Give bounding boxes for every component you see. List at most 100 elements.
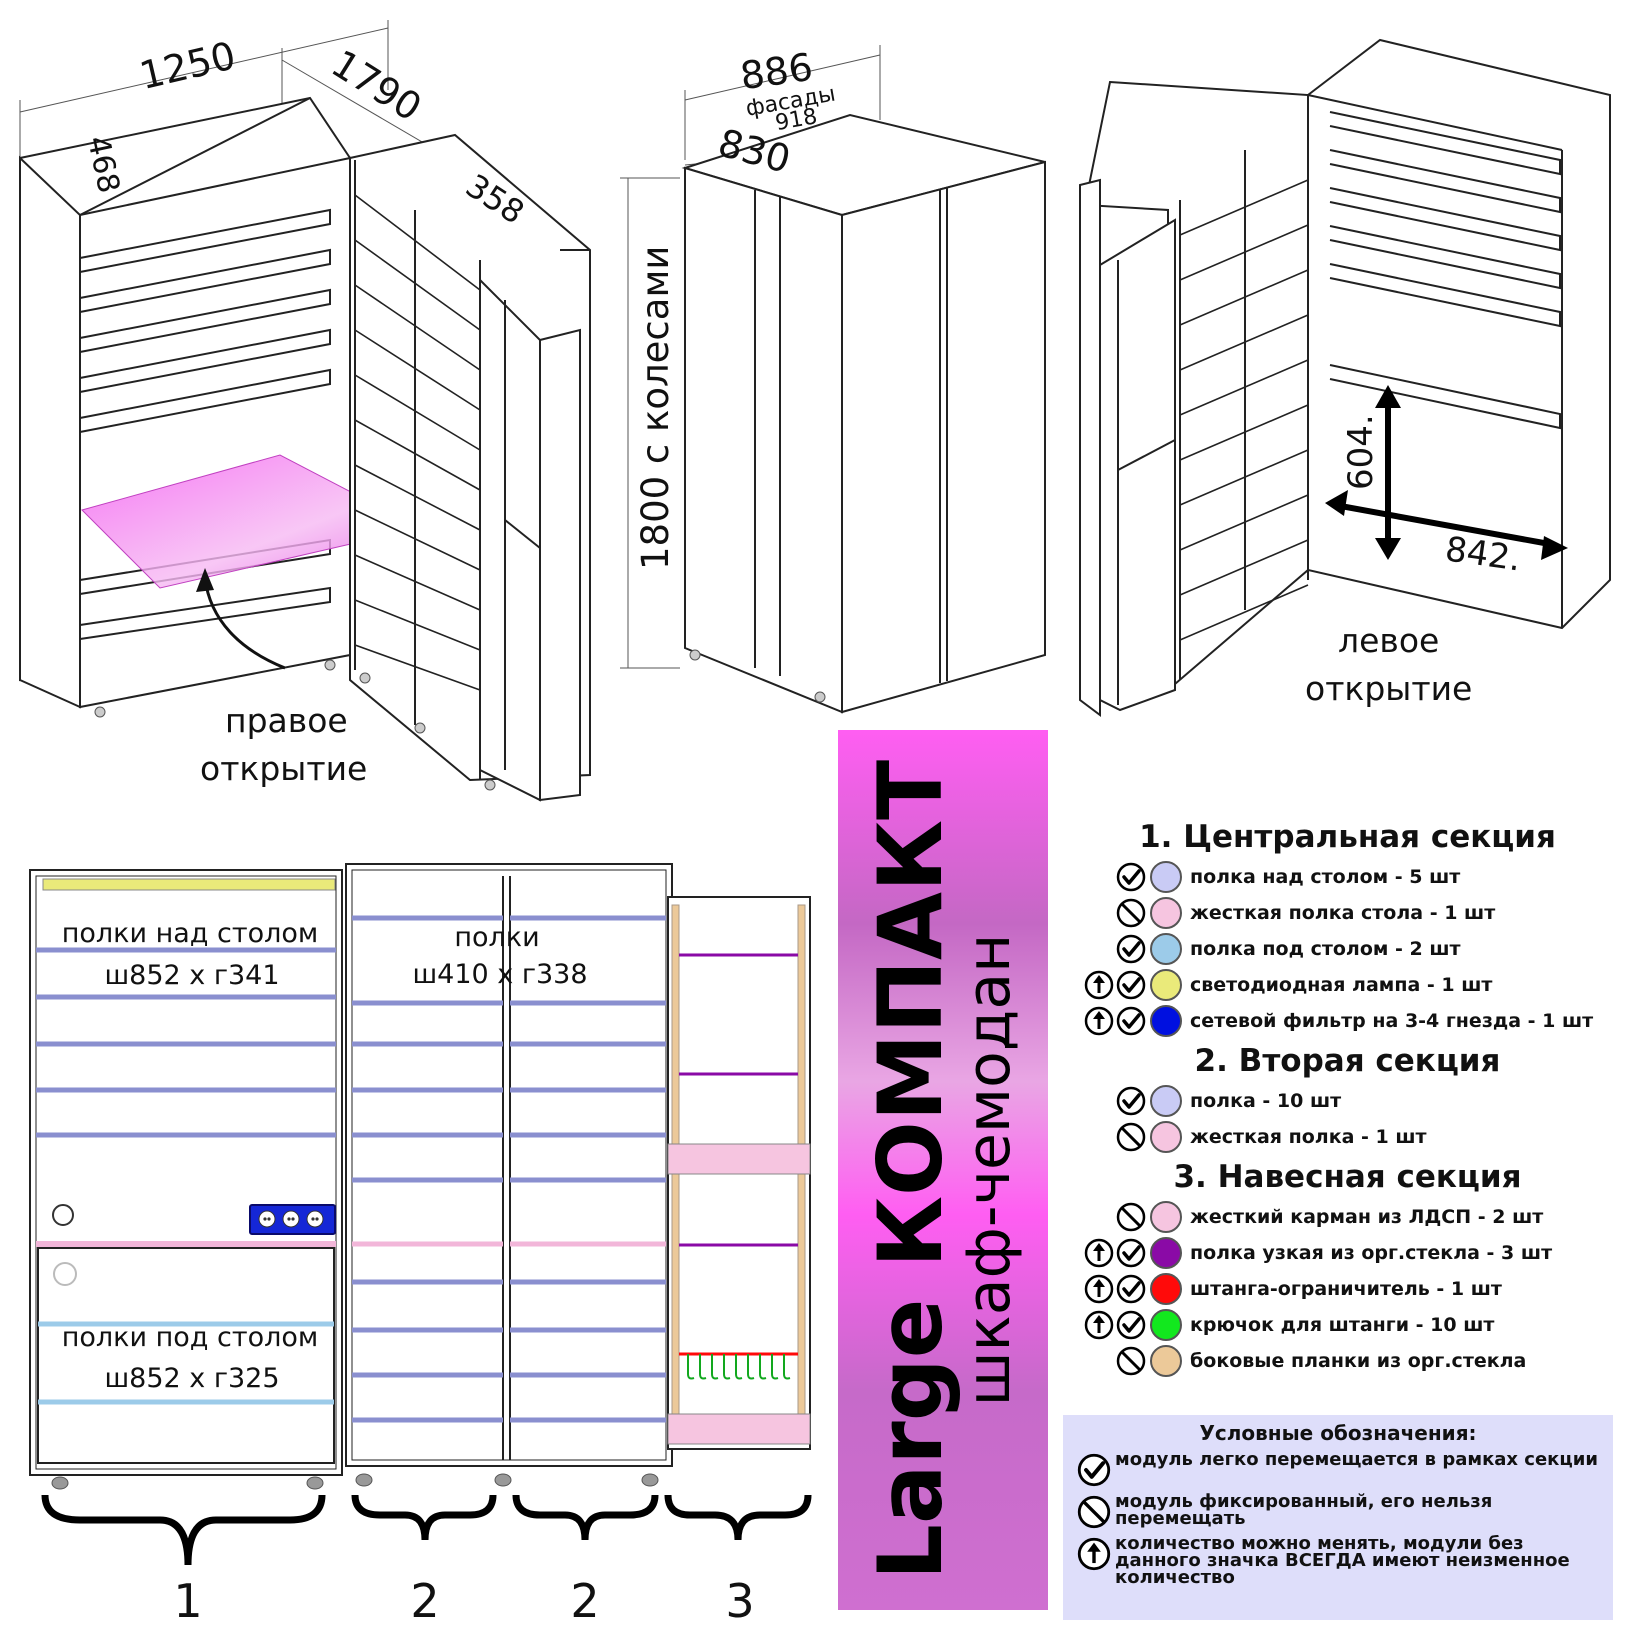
- checkmark-circle-icon: [1116, 1310, 1146, 1340]
- color-swatch: [1150, 1085, 1182, 1117]
- legend-item: сетевой фильтр на 3-4 гнезда - 1 шт: [1070, 1003, 1625, 1039]
- legend-item-label: полка под столом - 2 шт: [1190, 938, 1461, 960]
- legend-item-icons: [1070, 1237, 1190, 1269]
- color-swatch: [1150, 861, 1182, 893]
- section-braces: [41, 1494, 812, 1566]
- section-number-3: 3: [725, 1574, 754, 1628]
- legend-item-label: светодиодная лампа - 1 шт: [1190, 974, 1493, 996]
- color-swatch: [1150, 897, 1182, 929]
- prohibited-circle-icon: [1116, 1346, 1146, 1376]
- legend-item-icons: [1070, 933, 1190, 965]
- color-swatch: [1150, 1309, 1182, 1341]
- up-arrow-circle-icon: [1084, 1310, 1114, 1340]
- legend-item-label: жесткая полка - 1 шт: [1190, 1126, 1427, 1148]
- legend-note: количество можно менять, модули без данн…: [1077, 1533, 1607, 1588]
- dim-top-width-label: 886: [737, 45, 815, 99]
- shelves-above-size: ш852 х г341: [104, 960, 279, 991]
- legend-item-label: полка над столом - 5 шт: [1190, 866, 1461, 888]
- legend-notes: Условные обозначения: модуль легко перем…: [1063, 1415, 1613, 1620]
- shelves-below-size: ш852 х г325: [104, 1363, 279, 1394]
- shelves-below-title: полки под столом: [62, 1322, 319, 1353]
- shelves-above-title: полки над столом: [62, 918, 319, 949]
- color-swatch: [1150, 1273, 1182, 1305]
- led-lamp: [42, 878, 336, 891]
- prohibited-circle-icon: [1116, 1202, 1146, 1232]
- legend-item-icons: [1070, 1273, 1190, 1305]
- legend-section-title: 3. Навесная секция: [1173, 1159, 1522, 1195]
- section-number-2a: 2: [410, 1574, 439, 1628]
- legend-item-icons: [1070, 1085, 1190, 1117]
- color-swatch: [1150, 1201, 1182, 1233]
- legend-note: модуль фиксированный, его нельзя перемещ…: [1077, 1493, 1607, 1529]
- legend-item-label: полка - 10 шт: [1190, 1090, 1342, 1112]
- caption-left-open-2: открытие: [1305, 669, 1472, 708]
- up-arrow-circle-icon: [1084, 1238, 1114, 1268]
- shelves-mid-title: полки: [454, 922, 539, 953]
- legend-item: крючок для штанги - 10 шт: [1070, 1307, 1625, 1343]
- checkmark-circle-icon: [1116, 1238, 1146, 1268]
- color-swatch: [1150, 933, 1182, 965]
- title-main: Large КОМПАКТ: [859, 759, 962, 1581]
- legend-item: штанга-ограничитель - 1 шт: [1070, 1271, 1625, 1307]
- legend-item: полка - 10 шт: [1070, 1083, 1625, 1119]
- left-opening-view: [1079, 38, 1611, 717]
- checkmark-circle-icon: [1116, 934, 1146, 964]
- legend-item-icons: [1070, 861, 1190, 893]
- legend-item-icons: [1070, 969, 1190, 1001]
- title-sub: шкаф-чемодан: [954, 933, 1024, 1407]
- checkmark-circle-icon: [1116, 1274, 1146, 1304]
- legend-item: полка над столом - 5 шт: [1070, 859, 1625, 895]
- legend-item-icons: [1070, 1201, 1190, 1233]
- dim-height-label: 1800 с колесами: [634, 246, 677, 570]
- legend-item-label: штанга-ограничитель - 1 шт: [1190, 1278, 1502, 1300]
- checkmark-circle-icon: [1077, 1453, 1111, 1487]
- title-banner: Large КОМПАКТ шкаф-чемодан: [838, 730, 1048, 1610]
- legend-item-icons: [1070, 1121, 1190, 1153]
- caption-left-open-1: левое: [1338, 621, 1439, 660]
- legend-item-icons: [1070, 1309, 1190, 1341]
- prohibited-circle-icon: [1077, 1495, 1111, 1529]
- legend-section-title: 1. Центральная секция: [1139, 819, 1556, 855]
- section-number-1: 1: [173, 1574, 202, 1628]
- legend-item-label: сетевой фильтр на 3-4 гнезда - 1 шт: [1190, 1010, 1594, 1032]
- closed-view: [620, 45, 1046, 714]
- dim-depth-label: 1790: [324, 41, 429, 130]
- legend-item-label: крючок для штанги - 10 шт: [1190, 1314, 1495, 1336]
- legend-item: жесткий карман из ЛДСП - 2 шт: [1070, 1199, 1625, 1235]
- legend-item-label: жесткая полка стола - 1 шт: [1190, 902, 1496, 924]
- right-opening-view: [19, 20, 591, 802]
- checkmark-circle-icon: [1116, 1006, 1146, 1036]
- legend-item: светодиодная лампа - 1 шт: [1070, 967, 1625, 1003]
- legend-item-icons: [1070, 897, 1190, 929]
- legend-item: жесткая полка - 1 шт: [1070, 1119, 1625, 1155]
- color-swatch: [1150, 1121, 1182, 1153]
- prohibited-circle-icon: [1116, 898, 1146, 928]
- legend-item-label: полка узкая из орг.стекла - 3 шт: [1190, 1242, 1553, 1264]
- legend-item: полка под столом - 2 шт: [1070, 931, 1625, 967]
- up-arrow-circle-icon: [1084, 970, 1114, 1000]
- checkmark-circle-icon: [1116, 970, 1146, 1000]
- prohibited-circle-icon: [1116, 1122, 1146, 1152]
- section-number-2b: 2: [570, 1574, 599, 1628]
- legend-item: полка узкая из орг.стекла - 3 шт: [1070, 1235, 1625, 1271]
- color-swatch: [1150, 1005, 1182, 1037]
- up-arrow-circle-icon: [1084, 1006, 1114, 1036]
- color-swatch: [1150, 969, 1182, 1001]
- caption-right-open-1: правое: [225, 701, 348, 740]
- legend-note-text: количество можно менять, модули без данн…: [1115, 1533, 1570, 1588]
- checkmark-circle-icon: [1116, 862, 1146, 892]
- dim-inner-height-label: 604.: [1341, 414, 1381, 490]
- legend-item: жесткая полка стола - 1 шт: [1070, 895, 1625, 931]
- shelves-mid-size: ш410 х г338: [412, 959, 587, 990]
- legend-item-label: жесткий карман из ЛДСП - 2 шт: [1190, 1206, 1544, 1228]
- front-elevation: [29, 863, 811, 1490]
- legend-section-title: 2. Вторая секция: [1194, 1043, 1501, 1079]
- legend: 1. Центральная секция полка над столом - …: [1070, 815, 1625, 1379]
- checkmark-circle-icon: [1116, 1086, 1146, 1116]
- up-arrow-circle-icon: [1077, 1537, 1111, 1571]
- legend-item: боковые планки из орг.стекла: [1070, 1343, 1625, 1379]
- legend-item-icons: [1070, 1345, 1190, 1377]
- color-swatch: [1150, 1345, 1182, 1377]
- up-arrow-circle-icon: [1084, 1274, 1114, 1304]
